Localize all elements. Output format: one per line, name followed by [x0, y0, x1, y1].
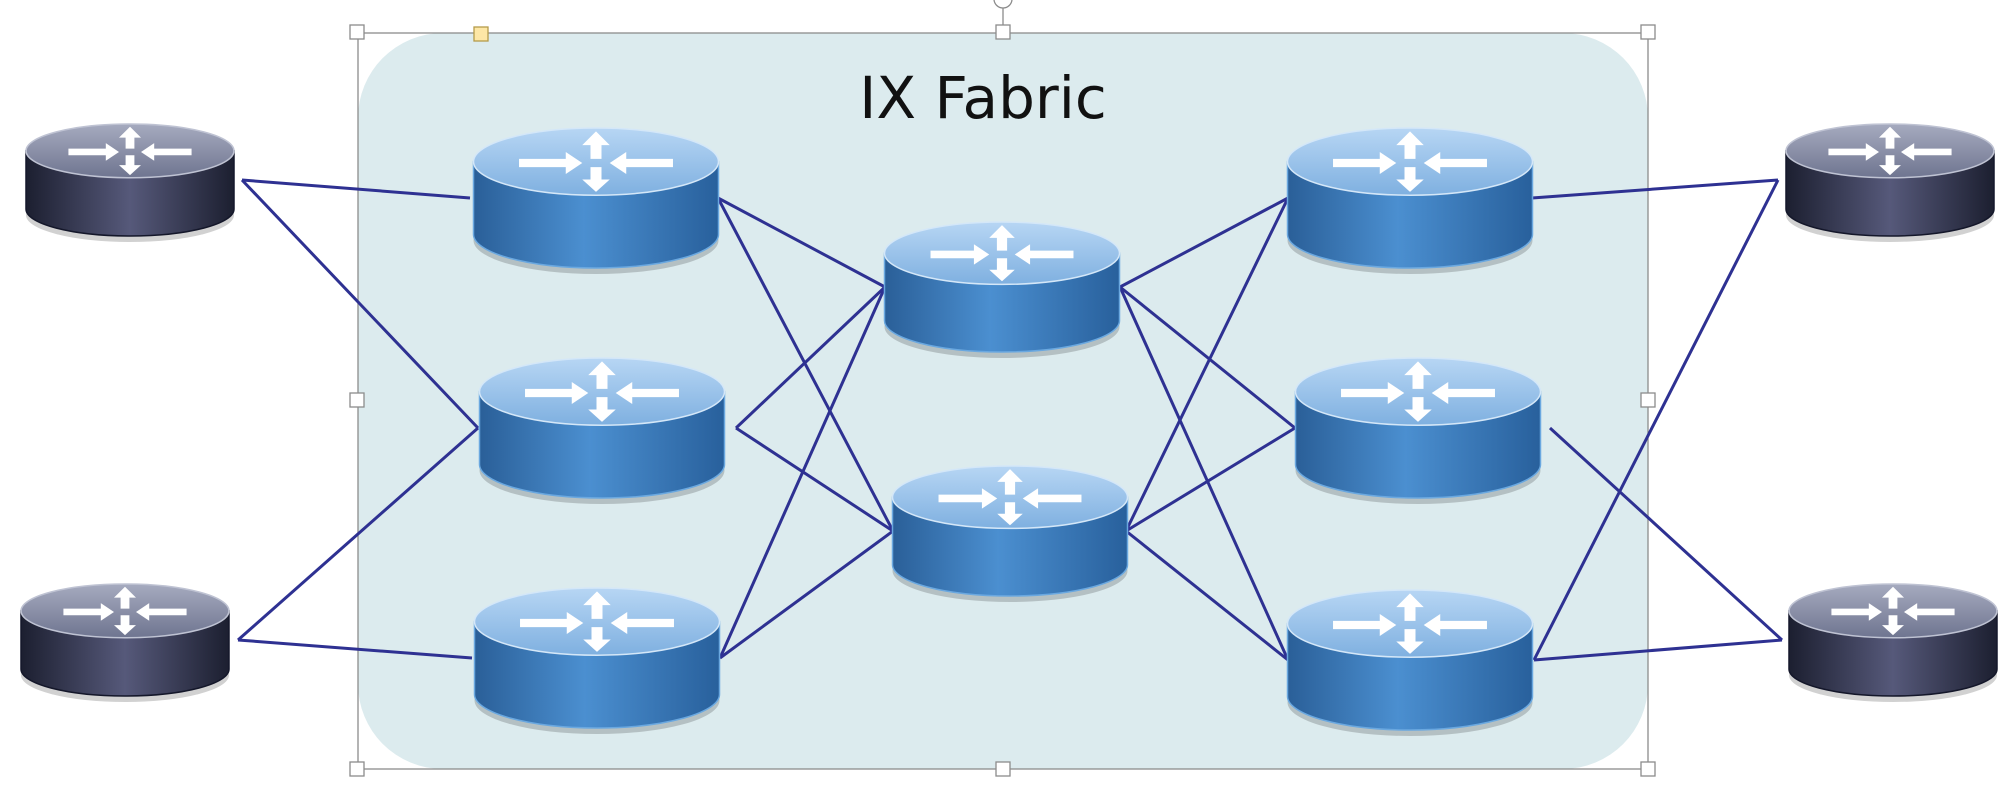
edge-right-2-top [1294, 357, 1542, 426]
edge-left-2-top [478, 357, 726, 426]
ext-top-right-top [1785, 123, 1995, 179]
nodes-layer [20, 123, 1998, 737]
link-edge-right-3-to-ext-top-right[interactable] [1532, 179, 1780, 661]
link-core-1-to-edge-right-3[interactable] [1118, 286, 1290, 661]
edge-right-3-top [1286, 589, 1534, 658]
link-edge-left-1-to-core-2[interactable] [716, 197, 895, 532]
link-core-2-to-edge-right-3[interactable] [1125, 529, 1289, 662]
core-2-top [891, 465, 1129, 530]
link-edge-right-3-to-ext-bottom-right[interactable] [1533, 638, 1783, 662]
core-1-top [883, 221, 1121, 286]
ext-bottom-right-router[interactable] [1788, 583, 1998, 702]
link-core-1-to-edge-right-1[interactable] [1119, 196, 1289, 289]
ext-bottom-left-router[interactable] [20, 583, 230, 702]
edge-left-2-router[interactable] [478, 357, 726, 504]
link-core-2-to-edge-right-1[interactable] [1124, 197, 1290, 532]
core-2-router[interactable] [891, 465, 1129, 602]
edge-left-3-router[interactable] [473, 587, 721, 735]
link-edge-left-1-to-core-1[interactable] [717, 196, 886, 289]
link-edge-left-3-to-core-2[interactable] [719, 529, 894, 660]
core-1-router[interactable] [883, 221, 1121, 358]
resize-handle-top[interactable] [995, 24, 1011, 40]
corner-adjust-handle[interactable] [473, 26, 489, 42]
fabric-title: IX Fabric [859, 64, 1107, 132]
resize-handle-bottom-right[interactable] [1640, 761, 1656, 777]
link-ext-bottom-left-to-edge-left-2[interactable] [237, 426, 479, 642]
link-edge-right-1-to-ext-top-right[interactable] [1531, 178, 1779, 200]
link-ext-top-left-to-edge-left-1[interactable] [241, 178, 471, 200]
link-core-1-to-edge-right-2[interactable] [1119, 285, 1296, 430]
resize-handle-bottom[interactable] [995, 761, 1011, 777]
link-edge-left-2-to-core-1[interactable] [734, 285, 887, 430]
edge-left-1-top [472, 127, 720, 196]
link-edge-left-2-to-core-2[interactable] [735, 426, 894, 533]
edge-left-1-router[interactable] [472, 127, 720, 274]
edge-right-1-router[interactable] [1286, 127, 1534, 274]
edge-right-1-top [1286, 127, 1534, 196]
ext-top-left-top [25, 123, 235, 179]
rotation-handle[interactable] [993, 0, 1013, 9]
ext-bottom-right-top [1788, 583, 1998, 639]
link-core-2-to-edge-right-2[interactable] [1125, 426, 1296, 533]
edge-right-2-router[interactable] [1294, 357, 1542, 504]
ext-top-left-router[interactable] [25, 123, 235, 242]
link-ext-top-left-to-edge-left-2[interactable] [240, 178, 480, 430]
resize-handle-top-right[interactable] [1640, 24, 1656, 40]
link-ext-bottom-left-to-edge-left-3[interactable] [237, 638, 473, 660]
edge-left-3-top [473, 587, 721, 656]
edge-right-3-router[interactable] [1286, 589, 1534, 737]
link-edge-left-3-to-core-1[interactable] [718, 286, 887, 659]
resize-handle-top-left[interactable] [349, 24, 365, 40]
link-edge-right-2-to-ext-bottom-right[interactable] [1548, 426, 1784, 642]
ext-top-right-router[interactable] [1785, 123, 1995, 242]
links-layer [237, 178, 1784, 662]
resize-handle-right[interactable] [1640, 392, 1656, 408]
selection-handles[interactable] [349, 0, 1656, 777]
resize-handle-left[interactable] [349, 392, 365, 408]
resize-handle-bottom-left[interactable] [349, 761, 365, 777]
ext-bottom-left-top [20, 583, 230, 639]
